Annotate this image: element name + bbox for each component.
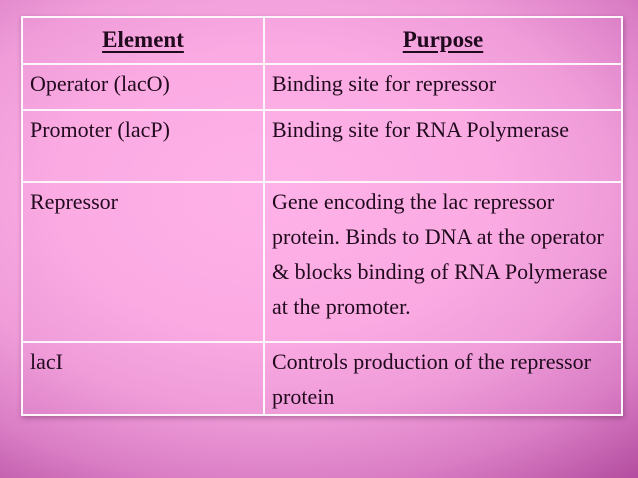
table-row: Promoter (lacP) Binding site for RNA Pol… bbox=[21, 109, 623, 183]
purpose-cell: Controls production of the repressor pro… bbox=[263, 341, 623, 416]
purpose-cell: Binding site for RNA Polymerase bbox=[263, 109, 623, 183]
element-cell: Promoter (lacP) bbox=[21, 109, 265, 183]
purpose-cell: Binding site for repressor bbox=[263, 63, 623, 111]
lac-operon-table: Element Purpose Operator (lacO) Binding … bbox=[21, 16, 623, 416]
table-row: Operator (lacO) Binding site for repress… bbox=[21, 63, 623, 111]
purpose-column-header: Purpose bbox=[263, 16, 623, 65]
element-column-header: Element bbox=[21, 16, 265, 65]
table-row: lacI Controls production of the represso… bbox=[21, 341, 623, 416]
purpose-cell: Gene encoding the lac repressor protein.… bbox=[263, 181, 623, 343]
element-cell: Operator (lacO) bbox=[21, 63, 265, 111]
table-row: Repressor Gene encoding the lac represso… bbox=[21, 181, 623, 343]
element-cell: Repressor bbox=[21, 181, 265, 343]
table-header-row: Element Purpose bbox=[21, 16, 623, 65]
element-cell: lacI bbox=[21, 341, 265, 416]
